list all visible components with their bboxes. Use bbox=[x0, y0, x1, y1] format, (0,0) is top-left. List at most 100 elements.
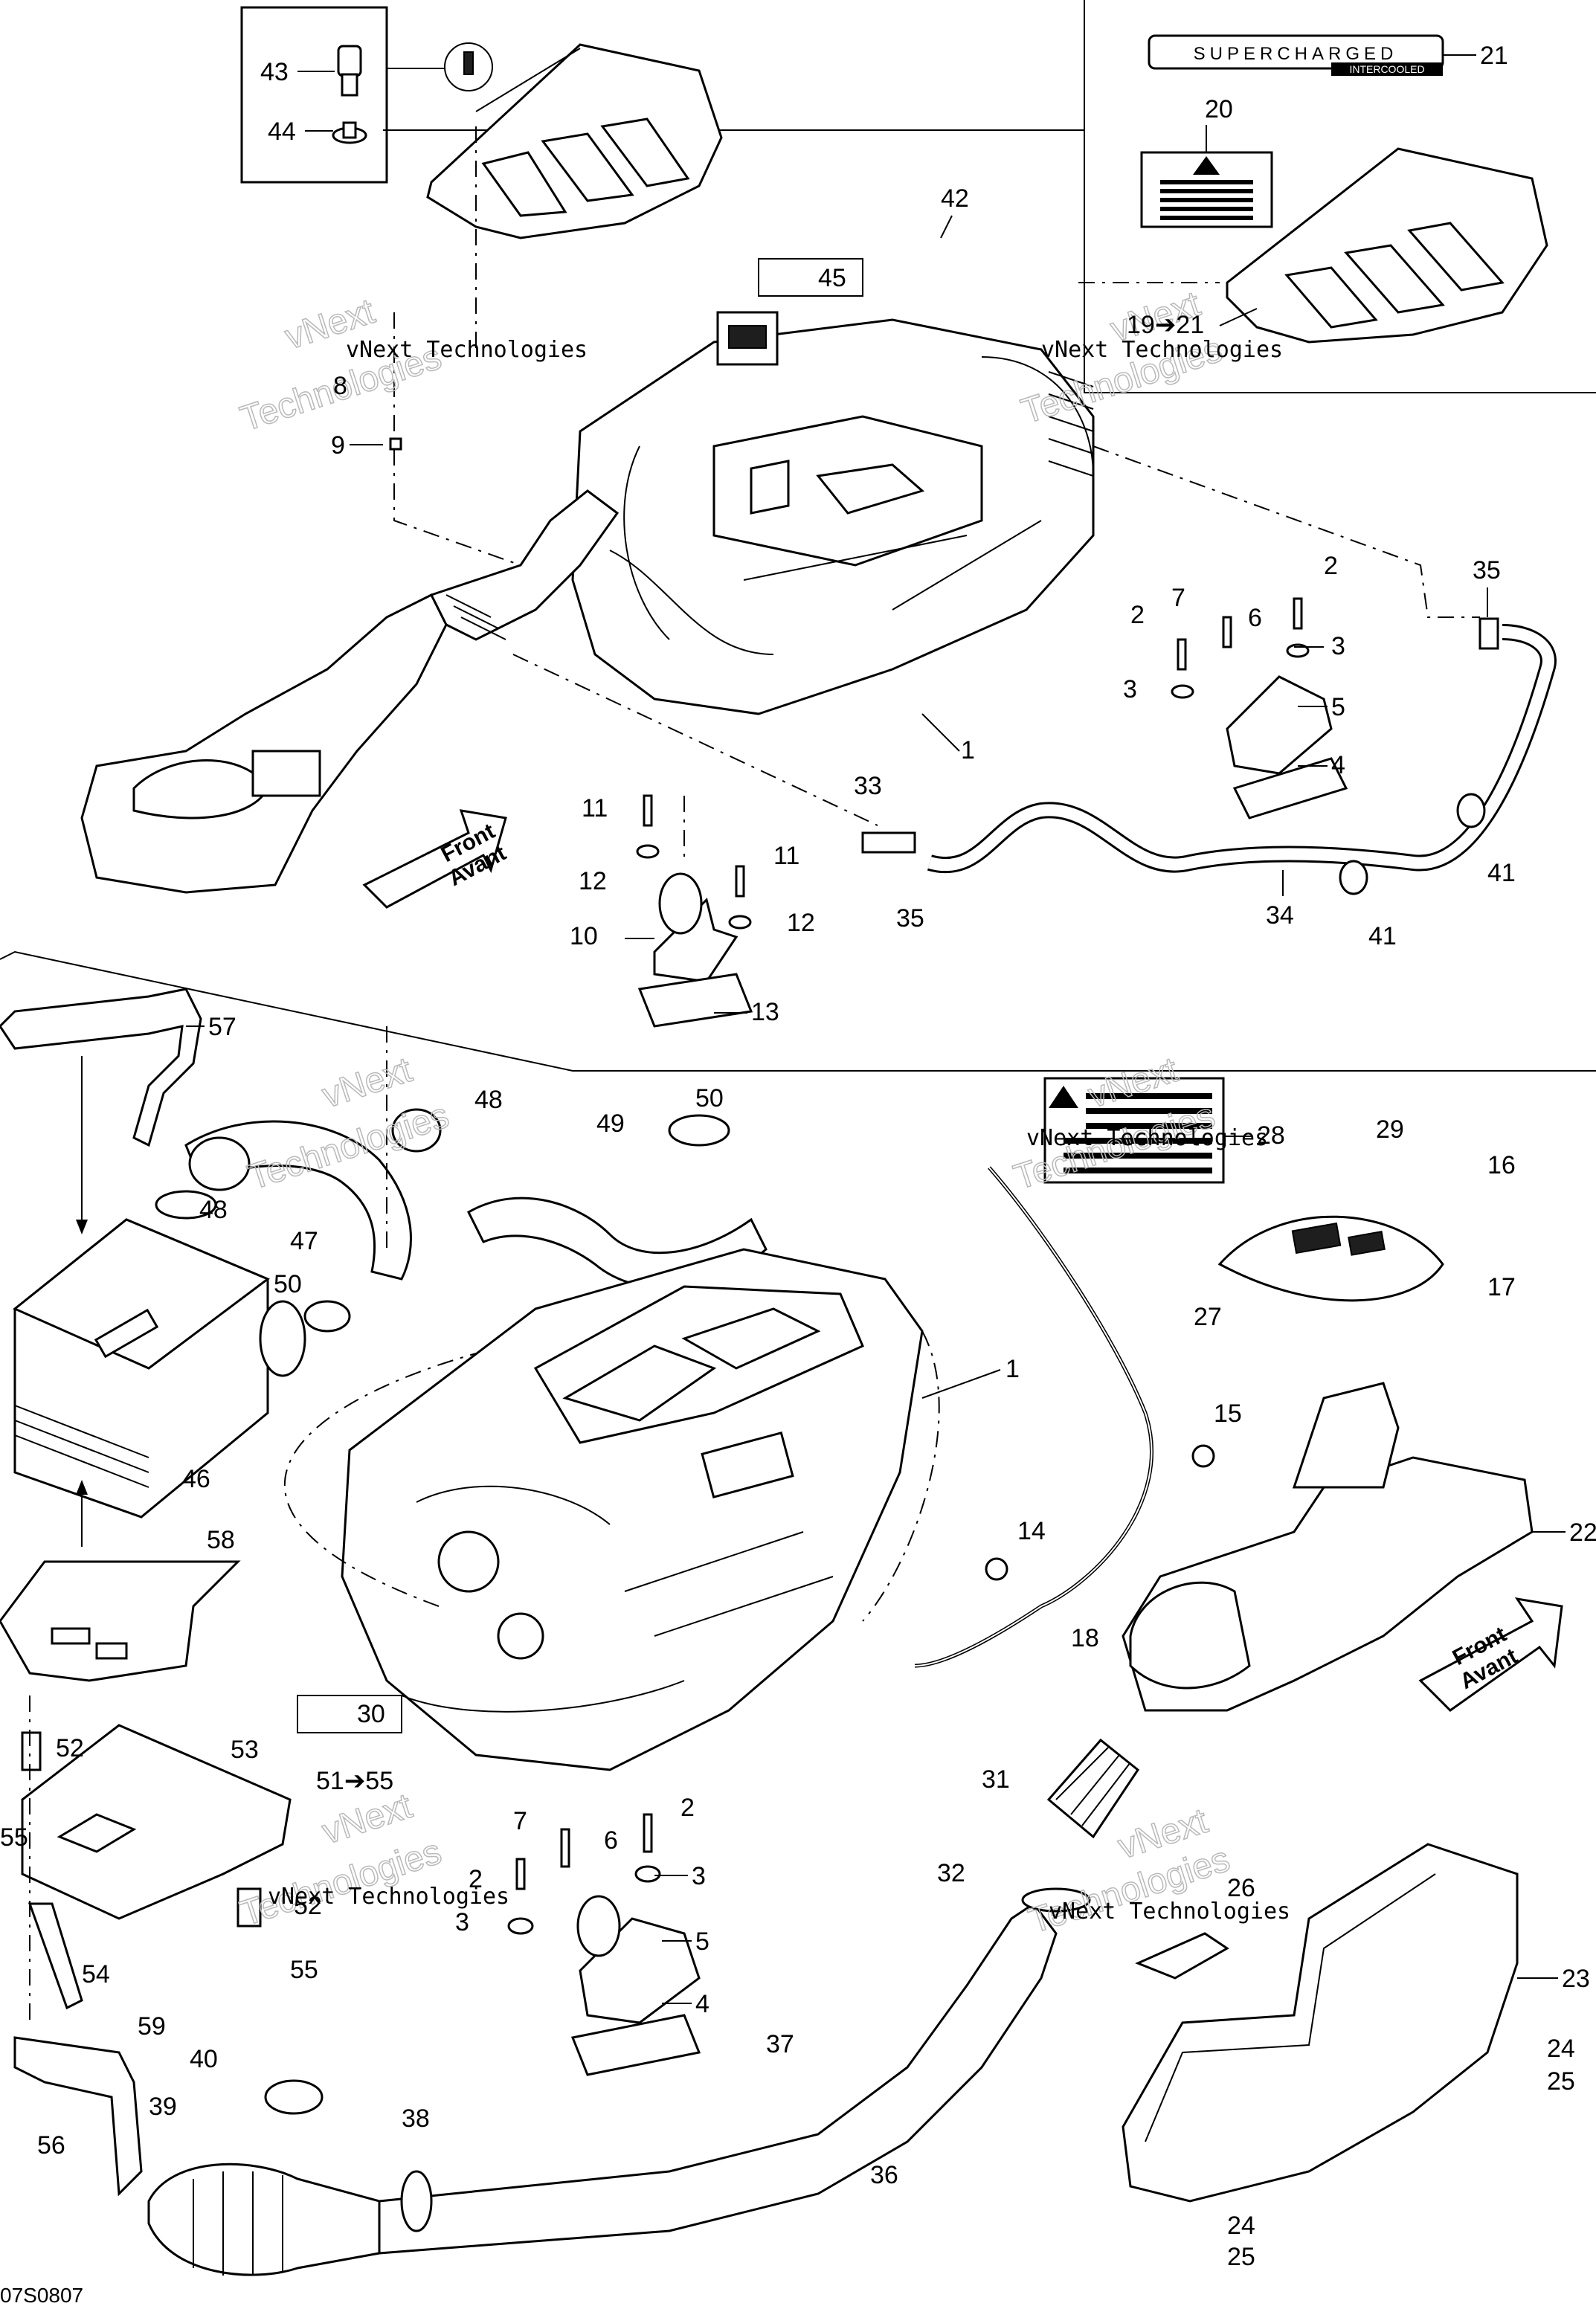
wm-ghost-3a: vNext bbox=[318, 1050, 416, 1115]
callout-4b: 4 bbox=[695, 1990, 709, 2018]
callout-3c: 3 bbox=[692, 1862, 706, 1890]
bracket-51 bbox=[21, 1724, 292, 2010]
callout-32: 32 bbox=[937, 1859, 965, 1887]
front-arrow-top: Front Avant bbox=[362, 809, 510, 909]
callout-55a: 55 bbox=[0, 1823, 28, 1852]
callout-7b: 7 bbox=[513, 1807, 527, 1835]
wm-line-2: vNext Technologies bbox=[1041, 337, 1283, 363]
wm-line-1: vNext Technologies bbox=[346, 337, 588, 363]
callout-40: 40 bbox=[190, 2045, 218, 2073]
engine-cover-top bbox=[426, 43, 723, 239]
callout-46: 46 bbox=[182, 1465, 210, 1493]
callout-3d: 3 bbox=[455, 1908, 469, 1936]
callout-23: 23 bbox=[1562, 1965, 1590, 1993]
wm-line-6: vNext Technologies bbox=[1049, 1899, 1290, 1925]
callout-24a: 24 bbox=[1547, 2035, 1575, 2063]
intercooler-46 bbox=[13, 1218, 306, 1519]
callout-56: 56 bbox=[37, 2131, 65, 2160]
callout-51-55: 51➔55 bbox=[316, 1767, 393, 1795]
engine-assembly-top bbox=[571, 311, 1095, 715]
air-box-22 bbox=[1122, 1215, 1534, 1712]
motor-mount-top-right bbox=[1171, 597, 1348, 819]
callout-15: 15 bbox=[1214, 1400, 1242, 1428]
callout-5a: 5 bbox=[1331, 693, 1345, 721]
callout-8: 8 bbox=[333, 372, 347, 400]
callout-58: 58 bbox=[207, 1526, 235, 1554]
callout-24b: 24 bbox=[1227, 2212, 1255, 2240]
callout-2b: 2 bbox=[1130, 601, 1145, 629]
callout-2a: 2 bbox=[1324, 552, 1338, 580]
callout-3b: 3 bbox=[1123, 675, 1137, 703]
air-intake-top bbox=[80, 489, 620, 894]
callout-52b: 52 bbox=[294, 1892, 322, 1920]
callout-55b: 55 bbox=[290, 1956, 318, 1984]
callout-38: 38 bbox=[402, 2104, 430, 2133]
callout-27: 27 bbox=[1194, 1303, 1222, 1331]
callout-33: 33 bbox=[854, 772, 882, 800]
callout-1a: 1 bbox=[961, 736, 975, 764]
callout-6a: 6 bbox=[1248, 604, 1262, 632]
housing-23 bbox=[1122, 1843, 1519, 2203]
callout-22: 22 bbox=[1569, 1519, 1596, 1547]
callout-30: 30 bbox=[357, 1700, 385, 1728]
callout-31: 31 bbox=[982, 1765, 1010, 1794]
callout-49: 49 bbox=[596, 1110, 625, 1138]
callout-4a: 4 bbox=[1331, 751, 1345, 779]
motor-mount-bottom bbox=[507, 1813, 701, 2076]
callout-5b: 5 bbox=[695, 1928, 709, 1956]
callout-21: 21 bbox=[1480, 42, 1508, 70]
bracket-56 bbox=[13, 2036, 143, 2197]
callout-41a: 41 bbox=[1487, 859, 1516, 887]
front-arrow-bottom: Front Avant bbox=[1418, 1597, 1563, 1712]
fastener-44 bbox=[332, 121, 367, 144]
sensor-cable-18 bbox=[914, 1166, 1215, 1668]
callout-57: 57 bbox=[208, 1013, 236, 1041]
callout-14: 14 bbox=[1017, 1517, 1046, 1545]
callout-13: 13 bbox=[751, 998, 779, 1026]
coolant-hose-top bbox=[861, 617, 1557, 895]
callout-59: 59 bbox=[138, 2012, 166, 2041]
engine-assembly-bottom bbox=[283, 1248, 940, 1771]
callout-36: 36 bbox=[870, 2161, 898, 2189]
callout-50b: 50 bbox=[274, 1270, 302, 1298]
callout-45: 45 bbox=[818, 264, 846, 292]
callout-37: 37 bbox=[766, 2030, 794, 2058]
callout-39: 39 bbox=[149, 2093, 177, 2121]
callout-25a: 25 bbox=[1547, 2067, 1575, 2096]
wm-line-4: vNext Technologies bbox=[1026, 1125, 1268, 1151]
callout-18: 18 bbox=[1071, 1624, 1099, 1652]
callout-9: 9 bbox=[331, 431, 345, 460]
assembly-leader-lines bbox=[29, 126, 1480, 2023]
wm-line-5: vNext Technologies bbox=[268, 1884, 509, 1910]
callout-17: 17 bbox=[1487, 1273, 1516, 1301]
reference-code: 07S0807 bbox=[0, 2284, 83, 2307]
callout-53: 53 bbox=[231, 1736, 259, 1764]
callout-3a: 3 bbox=[1331, 632, 1345, 660]
callout-1b: 1 bbox=[1005, 1355, 1020, 1383]
callout-44: 44 bbox=[268, 117, 296, 146]
callout-2c: 2 bbox=[680, 1794, 695, 1822]
callout-41b: 41 bbox=[1368, 922, 1397, 950]
fastener-43 bbox=[337, 45, 362, 97]
callout-26: 26 bbox=[1227, 1874, 1255, 1902]
callout-20: 20 bbox=[1205, 95, 1233, 123]
inset-fastener-box bbox=[240, 6, 493, 184]
connector-31 bbox=[1021, 1738, 1140, 1913]
intercooled-decal-text: INTERCOOLED bbox=[1349, 63, 1424, 75]
callout-34: 34 bbox=[1266, 901, 1294, 930]
plate-58 bbox=[0, 1560, 241, 1682]
callout-10: 10 bbox=[570, 922, 598, 950]
callout-6b: 6 bbox=[604, 1826, 618, 1855]
callout-42: 42 bbox=[941, 184, 969, 213]
supercharged-decal-text: SUPERCHARGED bbox=[1194, 44, 1398, 64]
callout-28: 28 bbox=[1257, 1121, 1285, 1150]
callout-7a: 7 bbox=[1171, 584, 1185, 612]
warning-label-lines-20 bbox=[1160, 180, 1253, 220]
callout-12a: 12 bbox=[579, 867, 607, 895]
callout-11a: 11 bbox=[582, 794, 608, 822]
callout-35a: 35 bbox=[1473, 556, 1501, 585]
callout-2d: 2 bbox=[469, 1865, 483, 1893]
callout-48b: 48 bbox=[199, 1196, 228, 1224]
intake-duct-36 bbox=[147, 1901, 1058, 2276]
callout-43: 43 bbox=[260, 58, 289, 86]
